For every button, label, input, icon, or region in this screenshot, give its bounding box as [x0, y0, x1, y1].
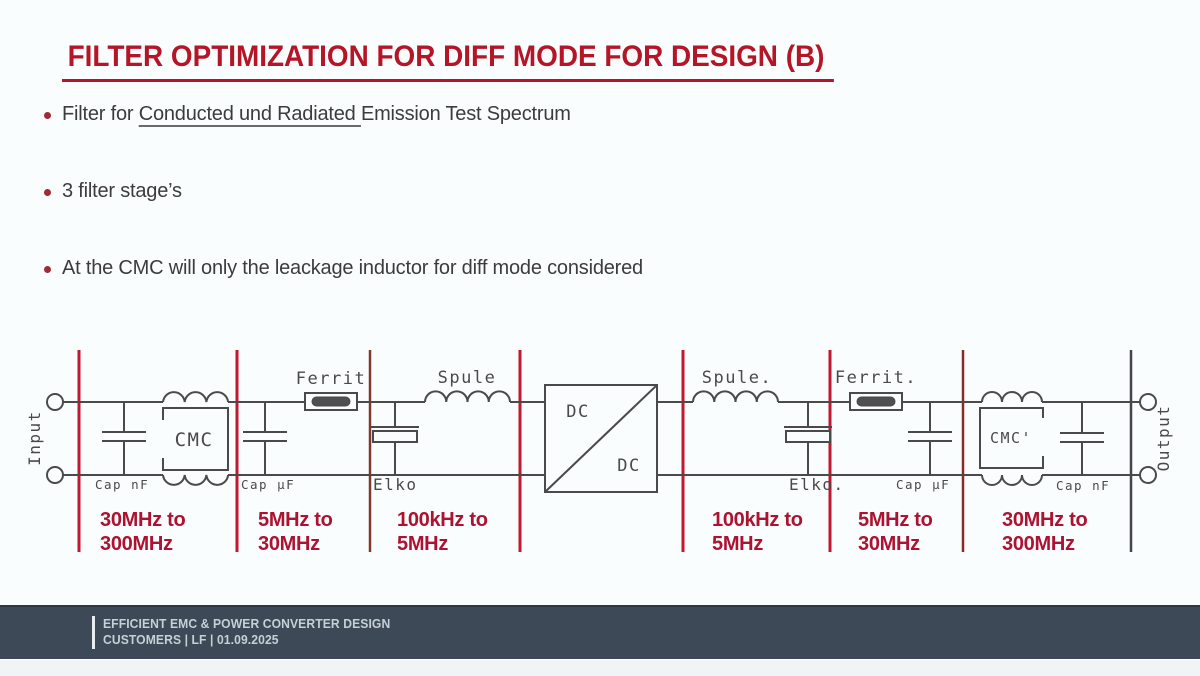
freq-band-5-line1: 5MHz to	[858, 509, 933, 531]
spule-left-label: Spule	[438, 368, 497, 388]
output-label: Output	[1154, 405, 1173, 472]
elko-left-plate	[372, 430, 418, 443]
footer-divider-bar	[92, 616, 95, 649]
cmc-right-label: CMC'	[990, 429, 1032, 447]
cap-uf-left-label: Cap µF	[241, 477, 295, 492]
freq-band-3-line2: 5MHz	[397, 533, 448, 555]
freq-band-1-line1: 30MHz to	[100, 509, 185, 531]
ferrit-left-label: Ferrit	[296, 369, 366, 389]
cap-uf-right-symbol	[908, 402, 952, 475]
circuit-wires	[63, 401, 1140, 476]
bullet-text-1: Filter for Conducted und Radiated Emissi…	[62, 103, 571, 126]
elko-left-symbol	[371, 402, 419, 475]
freq-band-4-line2: 5MHz	[712, 533, 763, 555]
ferrit-right-core	[856, 396, 896, 407]
cmc-left-winding-top	[162, 391, 230, 403]
elko-right-symbol	[784, 402, 832, 475]
bullet-1-post: Emission Test Spectrum	[360, 103, 571, 125]
footer-line-1: EFFICIENT EMC & POWER CONVERTER DESIGN	[103, 617, 391, 631]
bullet-dot	[44, 266, 51, 273]
bottom-strip	[0, 659, 1200, 676]
freq-band-6-line1: 30MHz to	[1002, 509, 1087, 531]
dc-bottom-label: DC	[617, 456, 640, 476]
ferrit-left-core	[311, 396, 351, 407]
elko-right-plate	[785, 430, 831, 443]
bullet-3-pre: At the CMC will only the leackage induct…	[62, 257, 643, 279]
slide-title: FILTER OPTIMIZATION FOR DIFF MODE FOR DE…	[62, 40, 834, 82]
cap-nf-left-label: Cap nF	[95, 477, 149, 492]
dcdc-diagonal	[544, 384, 658, 493]
elko-right-label: Elko.	[789, 475, 845, 494]
cmc-left-box	[162, 407, 229, 471]
output-terminal-bottom	[1139, 466, 1157, 484]
dc-top-label: DC	[566, 402, 589, 422]
footer-content: EFFICIENT EMC & POWER CONVERTER DESIGN C…	[92, 616, 399, 649]
freq-band-3-line1: 100kHz to	[397, 509, 488, 531]
bullet-2-pre: 3 filter stage’s	[62, 180, 182, 202]
output-terminal-top	[1139, 393, 1157, 411]
freq-band-5-line2: 30MHz	[858, 533, 920, 555]
freq-band-2-line1: 5MHz to	[258, 509, 333, 531]
input-label: Input	[25, 410, 44, 466]
cap-uf-left-symbol	[243, 402, 287, 475]
cmc-right-box	[979, 407, 1044, 469]
bullet-text-3: At the CMC will only the leackage induct…	[62, 257, 643, 280]
spule-left-symbol	[424, 390, 511, 403]
cap-nf-right-label: Cap nF	[1056, 478, 1110, 493]
cap-nf-right-symbol	[1060, 402, 1104, 475]
bullet-dot	[44, 189, 51, 196]
freq-band-6-line2: 300MHz	[1002, 533, 1075, 555]
input-terminal-top	[46, 393, 64, 411]
footer-text: EFFICIENT EMC & POWER CONVERTER DESIGN C…	[103, 616, 390, 649]
footer-bar: EFFICIENT EMC & POWER CONVERTER DESIGN C…	[0, 605, 1200, 659]
bullet-item-2: 3 filter stage’s	[44, 180, 182, 203]
spule-right-symbol	[692, 390, 779, 403]
bullet-1-pre: Filter for	[62, 103, 139, 125]
freq-band-4-line1: 100kHz to	[712, 509, 803, 531]
bullet-item-1: Filter for Conducted und Radiated Emissi…	[44, 103, 571, 126]
cap-uf-right-label: Cap µF	[896, 477, 950, 492]
spule-right-label: Spule.	[702, 368, 772, 388]
bullet-text-2: 3 filter stage’s	[62, 180, 182, 203]
bullet-item-3: At the CMC will only the leackage induct…	[44, 257, 643, 280]
cmc-right-winding-bottom	[981, 474, 1043, 486]
ferrit-right-label: Ferrit.	[835, 368, 917, 388]
cmc-right-winding-top	[981, 391, 1043, 403]
bullet-1-underlined: Conducted und Radiated	[138, 103, 361, 125]
freq-band-2-line2: 30MHz	[258, 533, 320, 555]
footer-line-2: CUSTOMERS | LF | 01.09.2025	[103, 633, 279, 647]
bullet-dot	[44, 112, 51, 119]
input-terminal-bottom	[46, 466, 64, 484]
freq-band-1-line2: 300MHz	[100, 533, 173, 555]
cmc-left-label: CMC	[175, 429, 214, 451]
elko-left-label: Elko	[373, 475, 418, 494]
cap-nf-left-symbol	[102, 402, 146, 475]
cmc-left-winding-bottom	[162, 474, 230, 486]
